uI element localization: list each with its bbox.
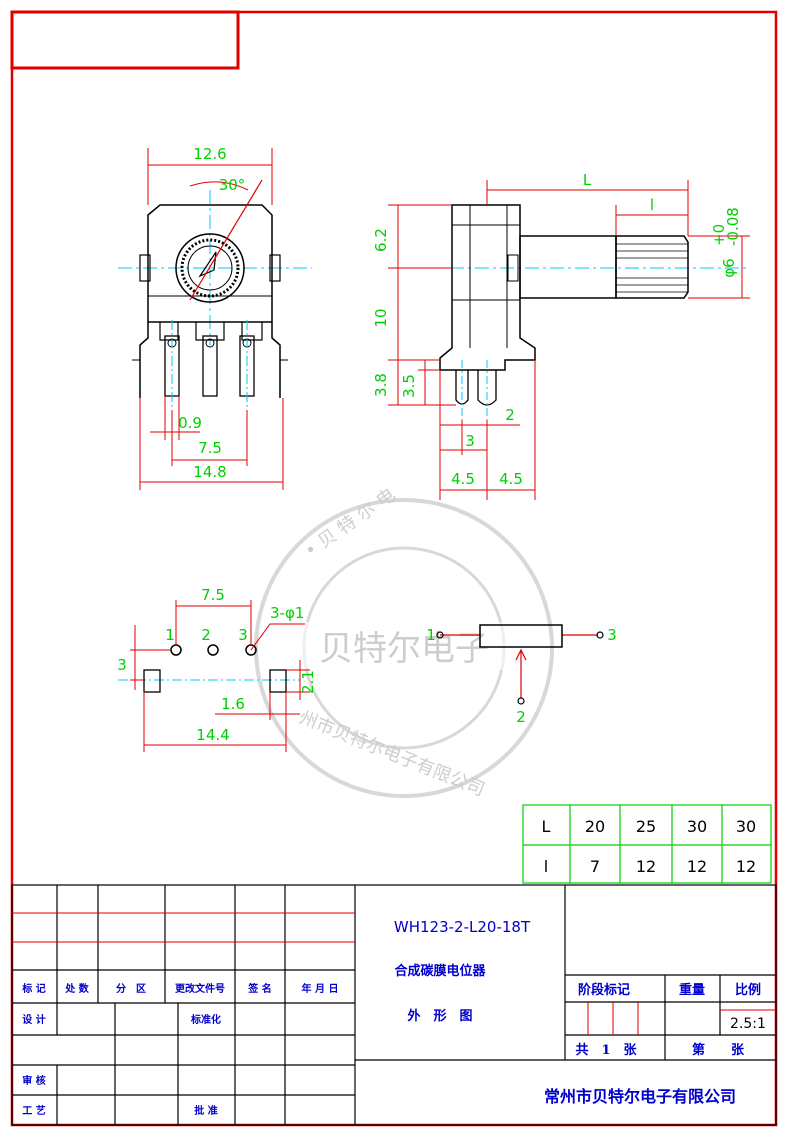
- table-l-4: 12: [736, 857, 756, 876]
- dim-knurl-length: l: [650, 196, 654, 214]
- dim-3: 3: [465, 432, 475, 450]
- dim-2: 2: [505, 406, 515, 424]
- pcb-hole-2: [207, 644, 219, 656]
- label-mark: 标 记: [21, 982, 45, 995]
- label-total-sheets: 共 1 张: [575, 1042, 637, 1058]
- pcb-dim-total: 14.4: [196, 726, 229, 744]
- drawing-frame: [10, 10, 778, 1127]
- tol-upper: +0: [710, 224, 728, 246]
- pcb-dim-slot-width: 1.6: [221, 695, 245, 713]
- table-l-3: 12: [687, 857, 707, 876]
- drawing-type: 外 形 图: [406, 1008, 472, 1024]
- scale-value: 2.5:1: [730, 1016, 766, 1032]
- pcb-holes-label: 3-φ1: [270, 604, 304, 622]
- label-sheet-no: 第 张: [692, 1042, 745, 1058]
- pcb-hole-1: [170, 644, 182, 656]
- watermark-center: 贝特尔电子: [319, 629, 489, 669]
- company-name: 常州市贝特尔电子有限公司: [544, 1087, 736, 1106]
- side-view: L l 6.2 10 3.8 3.5 2 3 4.5 4.5 φ6 +0 -0.…: [372, 171, 750, 500]
- pcb-slot-right: [269, 669, 287, 693]
- watermark-ring-bottom: 州市贝特尔电子有限公司: [296, 707, 487, 801]
- table-l-2: 12: [636, 857, 656, 876]
- shaft-plain: [519, 235, 617, 299]
- pcb-pin-1-label: 1: [165, 626, 175, 644]
- table-L-2: 25: [636, 817, 656, 836]
- dim-angle-30: 30°: [219, 176, 246, 194]
- schematic-pin-2: 2: [516, 708, 526, 726]
- schematic-pin-1: 1: [426, 626, 436, 644]
- table-l-1: 7: [590, 857, 600, 876]
- table-L-3: 30: [687, 817, 707, 836]
- dim-3-5: 3.5: [400, 374, 418, 398]
- label-standard: 标准化: [190, 1013, 221, 1026]
- label-zone: 分 区: [116, 982, 146, 995]
- pcb-dim-slot-height: 2.1: [299, 670, 317, 694]
- part-number: WH123-2-L20-18T: [394, 918, 531, 936]
- dim-10: 10: [372, 308, 390, 327]
- title-block: WH123-2-L20-18T 合成碳膜电位器 外 形 图 常州市贝特尔电子有限…: [11, 884, 777, 1126]
- pcb-pin-2-label: 2: [201, 626, 211, 644]
- table-L-4: 30: [736, 817, 756, 836]
- dim-4-5-left: 4.5: [451, 470, 475, 488]
- shaft-knurled: [615, 235, 689, 299]
- watermark: 贝特尔电子 • 贝 特 尔 电 州市贝特尔电子有限公司: [254, 484, 554, 801]
- label-review: 审 核: [22, 1074, 45, 1087]
- dim-shaft-length: L: [583, 171, 592, 189]
- pcb-dim-pitch: 7.5: [201, 586, 225, 604]
- shaft-circle: [175, 233, 245, 303]
- dim-3-8: 3.8: [372, 373, 390, 397]
- dim-width-12-6: 12.6: [193, 145, 226, 163]
- label-scale: 比例: [735, 982, 761, 998]
- dim-shaft-diameter: φ6: [720, 258, 738, 277]
- tol-lower: -0.08: [724, 207, 742, 246]
- table-header-l: l: [544, 857, 548, 876]
- dim-6-2: 6.2: [372, 228, 390, 252]
- label-stage: 阶段标记: [578, 982, 630, 998]
- label-date: 年 月 日: [302, 982, 339, 995]
- dim-overall-width: 14.8: [193, 463, 226, 481]
- label-design: 设 计: [22, 1013, 45, 1026]
- pcb-pin-3-label: 3: [238, 626, 248, 644]
- dim-pin-pitch: 7.5: [198, 439, 222, 457]
- dim-pin-width: 0.9: [178, 414, 202, 432]
- resistor-body: [479, 624, 563, 648]
- pcb-view: 7.5 1 2 3 3-φ1 3 1.6 2.1 14.4: [117, 586, 317, 752]
- label-approve: 批 准: [194, 1104, 217, 1117]
- label-process: 工 艺: [22, 1104, 45, 1117]
- label-sign: 签 名: [247, 982, 271, 995]
- table-L-1: 20: [585, 817, 605, 836]
- front-view: 12.6 30° 7.5 0.9 14.8: [118, 145, 312, 490]
- pcb-dim-offset: 3: [117, 656, 127, 674]
- schematic: 1 3 2: [426, 624, 617, 726]
- pointer-mark: [198, 251, 217, 278]
- label-change-doc: 更改文件号: [175, 982, 225, 995]
- label-weight: 重量: [679, 982, 705, 998]
- product-name: 合成碳膜电位器: [394, 963, 486, 979]
- schematic-pin-3: 3: [607, 626, 617, 644]
- pcb-slot-left: [143, 669, 161, 693]
- dim-4-5-right: 4.5: [499, 470, 523, 488]
- label-count: 处 数: [64, 982, 89, 995]
- corner-title-box: [10, 10, 240, 70]
- table-header-L: L: [542, 817, 551, 836]
- length-table: L l 20 25 30 30 7 12 12 12: [522, 804, 772, 884]
